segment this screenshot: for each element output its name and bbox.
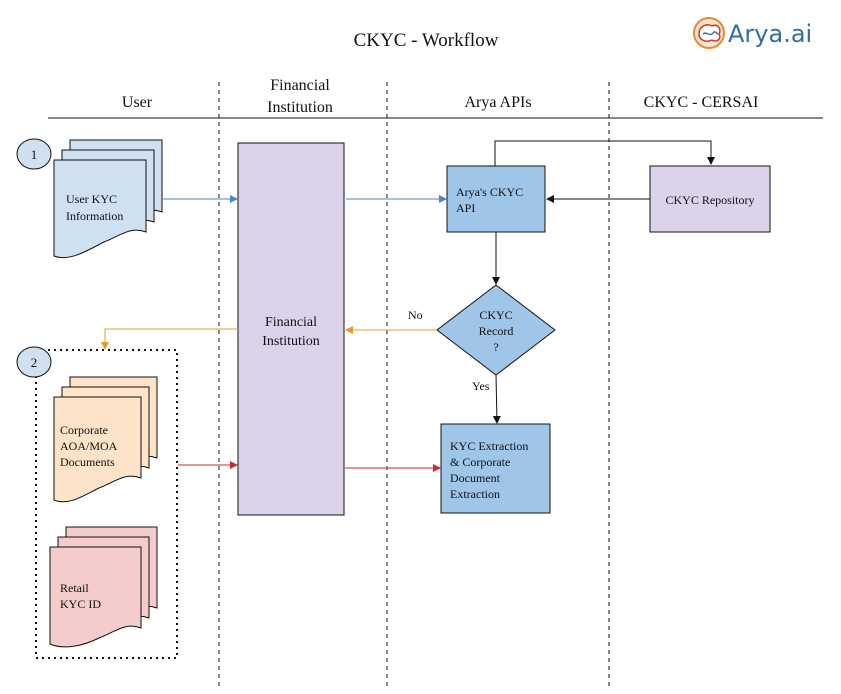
arya-ckyc-api-box: Arya's CKYC API [446,165,546,233]
financial-institution-box: Financial Institution [237,142,345,516]
user-kyc-line1: User KYC [66,192,117,206]
lane-header-arya-apis: Arya APIs [464,94,531,111]
ckyc-repository-label: CKYC Repository [665,193,754,207]
extraction-line1: KYC Extraction [450,439,528,453]
retail-docs-line1: Retail [60,581,89,595]
ckyc-record-decision: CKYC Record ? [436,284,556,376]
corporate-docs-line1: Corporate [60,423,108,437]
step-badge-1-label: 1 [31,147,38,162]
corporate-documents: Corporate AOA/MOA Documents [53,376,158,503]
logo-text: Arya.ai [728,20,812,48]
step-badge-1: 1 [16,138,52,170]
user-kyc-line2: Information [66,209,123,223]
decision-no-label: No [408,308,423,322]
extraction-line2: & Corporate [450,455,510,469]
lane-separators [218,82,610,690]
step-badge-2-label: 2 [31,355,38,370]
arya-logo: Arya.ai [693,17,812,49]
decision-line3: ? [493,340,498,354]
kyc-extraction-box: KYC Extraction & Corporate Document Extr… [440,423,551,514]
fi-box-line1: Financial [265,315,317,330]
retail-docs-line2: KYC ID [60,597,101,611]
step-badge-2: 2 [16,346,52,378]
arrow-decision-yes-to-extraction [492,374,501,424]
corporate-docs-line2: AOA/MOA [60,439,118,453]
decision-yes-label: Yes [472,379,490,393]
arya-api-line1: Arya's CKYC [456,185,523,199]
lane-header-financial-institution-line2: Institution [267,99,333,116]
arrow-fi-to-step2 [101,328,238,350]
extraction-line3: Document [450,471,501,485]
decision-line2: Record [479,324,514,338]
lane-header-user: User [122,94,153,111]
fi-box-line2: Institution [262,334,320,349]
ckyc-repository-box: CKYC Repository [649,165,771,233]
decision-line1: CKYC [479,308,512,322]
arya-brain-icon [693,17,725,49]
extraction-line4: Extraction [450,487,500,501]
step-2-document-group [35,349,178,659]
lane-header-ckyc-cersai: CKYC - CERSAI [644,94,759,111]
arrow-arya-api-to-repository [494,140,715,166]
corporate-docs-line3: Documents [60,455,115,469]
retail-kyc-documents: Retail KYC ID [49,526,158,648]
user-kyc-document: User KYC Information [53,139,163,258]
page-title: CKYC - Workflow [354,30,499,51]
arya-api-line2: API [456,201,475,215]
lane-header-financial-institution-line1: Financial [270,77,330,94]
